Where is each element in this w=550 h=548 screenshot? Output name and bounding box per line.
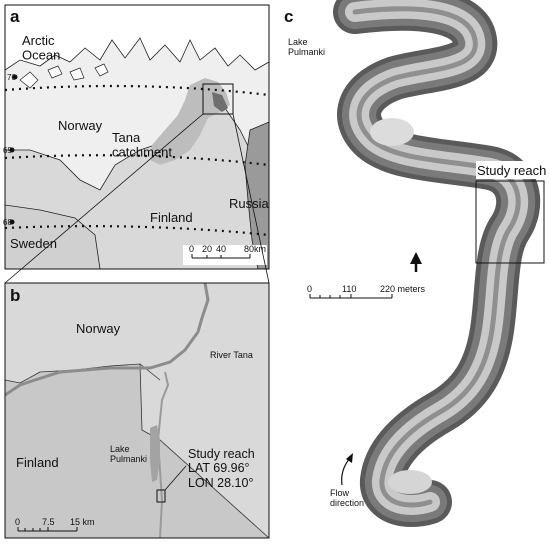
label-study-reach-b: Study reach: [188, 447, 255, 461]
scale-c-tick-220: 220 meters: [380, 284, 426, 294]
study-reach-box-b: [156, 489, 166, 503]
locator-box-a: [202, 83, 234, 115]
label-finland-a: Finland: [150, 210, 193, 225]
flow-arrow-icon: [341, 453, 353, 486]
scale-bar-b: 0 7.5 15 km: [15, 517, 95, 532]
lat-line-68: [5, 225, 269, 237]
label-lon: LON 28.10°: [188, 476, 253, 490]
label-sweden: Sweden: [10, 236, 57, 251]
lat-line-69: [5, 154, 269, 167]
label-lat: LAT 69.96°: [188, 461, 250, 475]
panel-letter-b: b: [10, 286, 20, 305]
pulmanki-river: [156, 371, 170, 538]
label-russia: Russia: [229, 196, 270, 211]
study-reach-box-c: [475, 180, 545, 264]
river-tana: [5, 283, 210, 397]
lat-line-70: [5, 84, 269, 97]
scale-a-tick-80: 80: [244, 244, 254, 254]
scale-bar-a: 0 20 40 80 km: [183, 244, 267, 265]
scale-a-tick-20: 20: [202, 244, 212, 254]
scale-b-tick-7: 7.5: [42, 517, 55, 527]
scale-a-tick-0: 0: [189, 244, 194, 254]
lat-label-68: 68: [3, 218, 12, 227]
scale-a-tick-40: 40: [216, 244, 226, 254]
label-norway-b: Norway: [76, 321, 121, 336]
lat-label-69: 69: [3, 146, 12, 155]
scale-b-tick-0: 0: [15, 517, 20, 527]
north-arrow-icon: [410, 252, 422, 272]
panel-letter-c: c: [284, 7, 293, 26]
connector-left: [4, 113, 204, 284]
connector-right: [232, 113, 270, 284]
label-finland-b: Finland: [16, 455, 59, 470]
tana-catchment: [150, 78, 230, 165]
land-sweden: [5, 204, 101, 269]
scale-c-tick-0: 0: [307, 284, 312, 294]
scale-a-unit: km: [254, 244, 266, 254]
label-study-reach-c: Study reach: [477, 163, 546, 178]
scale-bar-c: 0 110 220 meters: [306, 282, 446, 300]
lake-pulmanki: [150, 425, 160, 482]
lat-label-70: 70: [7, 73, 16, 82]
scale-b-tick-15: 15 km: [70, 517, 95, 527]
label-norway-a: Norway: [58, 118, 103, 133]
label-river-tana: River Tana: [210, 350, 253, 360]
panel-letter-a: a: [10, 7, 20, 26]
scale-c-tick-110: 110: [342, 284, 356, 294]
